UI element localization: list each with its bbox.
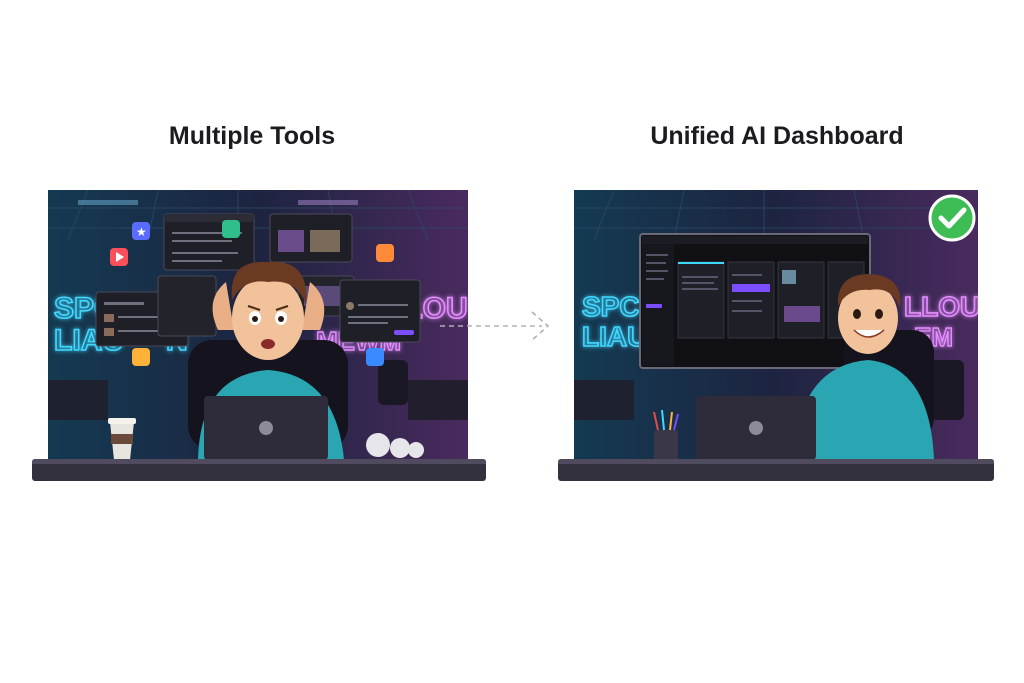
check-badge-icon	[928, 194, 976, 242]
neon-sign-left-2: LIAU	[582, 321, 647, 352]
tool-window-5[interactable]	[339, 279, 421, 343]
dashboard-column-3	[777, 261, 825, 339]
scene-multiple-tools: SPCO LIAU N LLOU MEWM	[48, 190, 468, 460]
neon-sign-right-1: LLOU	[904, 291, 978, 322]
app-icon-chat[interactable]	[222, 220, 240, 238]
dashboard-column-2	[727, 261, 775, 339]
star-icon: ★	[136, 225, 147, 239]
laptop-left	[204, 396, 328, 460]
scene-unified-dashboard: SPC LIAU LLOU EM	[574, 190, 978, 460]
desk-right	[558, 459, 994, 481]
bell-app-icon[interactable]	[132, 348, 150, 366]
pencil-cup	[653, 409, 679, 460]
happy-person	[794, 274, 934, 460]
neon-sign-left-1: SPC	[582, 291, 640, 322]
dashboard-monitor[interactable]	[639, 233, 871, 369]
app-icon-box[interactable]	[376, 244, 394, 262]
office-illustration-right: SPC LIAU LLOU EM	[574, 190, 978, 460]
desk-left	[32, 459, 486, 481]
tool-window-2[interactable]	[269, 213, 353, 263]
office-illustration-left: SPCO LIAU N LLOU MEWM	[48, 190, 468, 460]
crumpled-paper	[366, 433, 424, 458]
bird-app-icon[interactable]	[366, 348, 384, 366]
app-icon-star[interactable]	[132, 222, 150, 240]
laptop-right	[696, 396, 816, 460]
tool-window-1[interactable]	[163, 213, 255, 271]
dashboard-column-1	[677, 261, 725, 339]
transition-arrow	[440, 311, 550, 341]
title-multiple-tools: Multiple Tools	[168, 122, 336, 150]
title-unified-dashboard: Unified AI Dashboard	[650, 122, 904, 150]
coffee-cup	[108, 418, 136, 460]
